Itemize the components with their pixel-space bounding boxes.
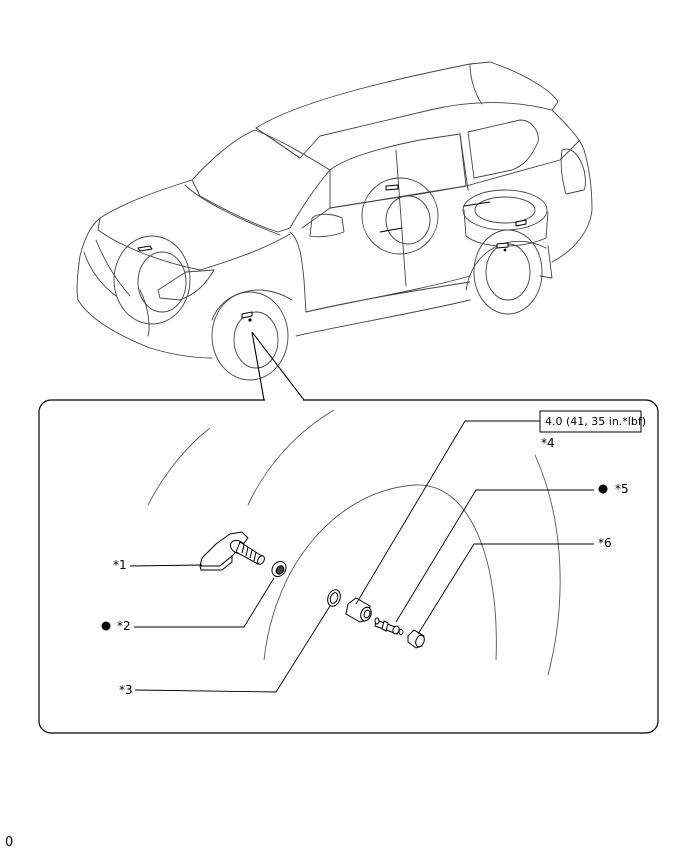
new-part-marker-2 <box>101 621 111 631</box>
new-part-marker-5 <box>598 484 608 494</box>
tire-pressure-sensor-part <box>199 531 265 571</box>
leader-lines <box>129 420 594 693</box>
callout-label-1: *1 <box>113 558 127 572</box>
valve-core-part <box>374 617 404 636</box>
torque-spec-text: 4.0 (41, 35 in.*lbf) <box>545 415 646 428</box>
torque-spec-box <box>539 410 642 433</box>
callout-pointer <box>251 331 305 401</box>
corner-mark: 0 <box>5 835 14 850</box>
callout-label-5: *5 <box>615 482 629 496</box>
valve-cap-part <box>407 629 425 649</box>
grommet-part <box>271 560 287 578</box>
callout-label-2: *2 <box>117 619 131 633</box>
vehicle-illustration <box>76 61 593 381</box>
callout-label-3: *3 <box>119 683 133 697</box>
detail-box <box>38 399 659 734</box>
callout-label-4: *4 <box>541 436 555 450</box>
nut-part <box>345 597 372 623</box>
washer-part <box>327 589 341 607</box>
rim-arcs <box>147 409 561 676</box>
callout-label-6: *6 <box>598 536 612 550</box>
